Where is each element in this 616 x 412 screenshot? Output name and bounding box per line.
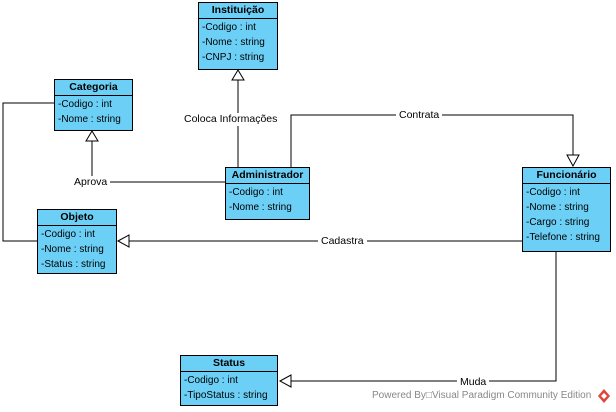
- class-attribute: -Cargo : string: [526, 217, 590, 228]
- class-attribute: -Codigo : int: [526, 187, 580, 198]
- class-attribute: -Codigo : int: [184, 375, 238, 386]
- class-attribute: -Codigo : int: [41, 229, 95, 240]
- class-title: Instituição: [199, 3, 277, 19]
- class-attribute: -TipoStatus : string: [184, 390, 268, 401]
- arrowhead-status: [278, 374, 292, 388]
- class-status[interactable]: Status -Codigo : int -TipoStatus : strin…: [180, 355, 278, 406]
- arrowhead-categoria: [85, 130, 99, 142]
- class-attribute: -Nome : string: [41, 244, 104, 255]
- class-attribute: -Codigo : int: [229, 187, 283, 198]
- arrowhead-instituicao: [231, 69, 245, 81]
- label-coloca-informacoes: Coloca Informações: [181, 113, 281, 126]
- class-title: Categoria: [55, 80, 132, 96]
- class-attribute: -Nome : string: [58, 114, 121, 125]
- class-attribute: -Status : string: [41, 259, 106, 270]
- class-title: Status: [181, 356, 277, 372]
- label-contrata: Contrata: [396, 109, 443, 122]
- class-instituicao[interactable]: Instituição -Codigo : int -Nome : string…: [198, 2, 278, 70]
- label-cadastra: Cadastra: [318, 235, 367, 248]
- label-aprova: Aprova: [71, 176, 111, 189]
- class-funcionario[interactable]: Funcionário -Codigo : int -Nome : string…: [522, 167, 611, 252]
- class-attribute: -Telefone : string: [526, 232, 600, 243]
- class-attribute: -Nome : string: [526, 202, 589, 213]
- edge-muda: [291, 252, 557, 382]
- class-title: Objeto: [38, 210, 116, 226]
- class-attribute: -Nome : string: [229, 202, 292, 213]
- class-administrador[interactable]: Administrador -Codigo : int -Nome : stri…: [225, 167, 310, 220]
- arrowhead-objeto: [116, 234, 130, 248]
- arrowhead-funcionario: [566, 154, 580, 168]
- class-title: Administrador: [226, 168, 309, 184]
- class-attribute: -Codigo : int: [58, 99, 112, 110]
- class-attribute: -Nome : string: [202, 37, 265, 48]
- edge-aprova: [91, 141, 225, 183]
- edge-categoria-objeto: [2, 102, 54, 242]
- class-objeto[interactable]: Objeto -Codigo : int -Nome : string -Sta…: [37, 209, 117, 274]
- powered-by-footer: Powered By□Visual Paradigm Community Edi…: [372, 390, 592, 401]
- class-attribute: -CNPJ : string: [202, 52, 265, 63]
- visual-paradigm-logo-icon: [598, 389, 610, 403]
- edge-contrata: [290, 114, 574, 167]
- class-categoria[interactable]: Categoria -Codigo : int -Nome : string: [54, 79, 133, 131]
- class-title: Funcionário: [523, 168, 610, 184]
- class-attribute: -Codigo : int: [202, 22, 256, 33]
- label-muda: Muda: [457, 376, 490, 389]
